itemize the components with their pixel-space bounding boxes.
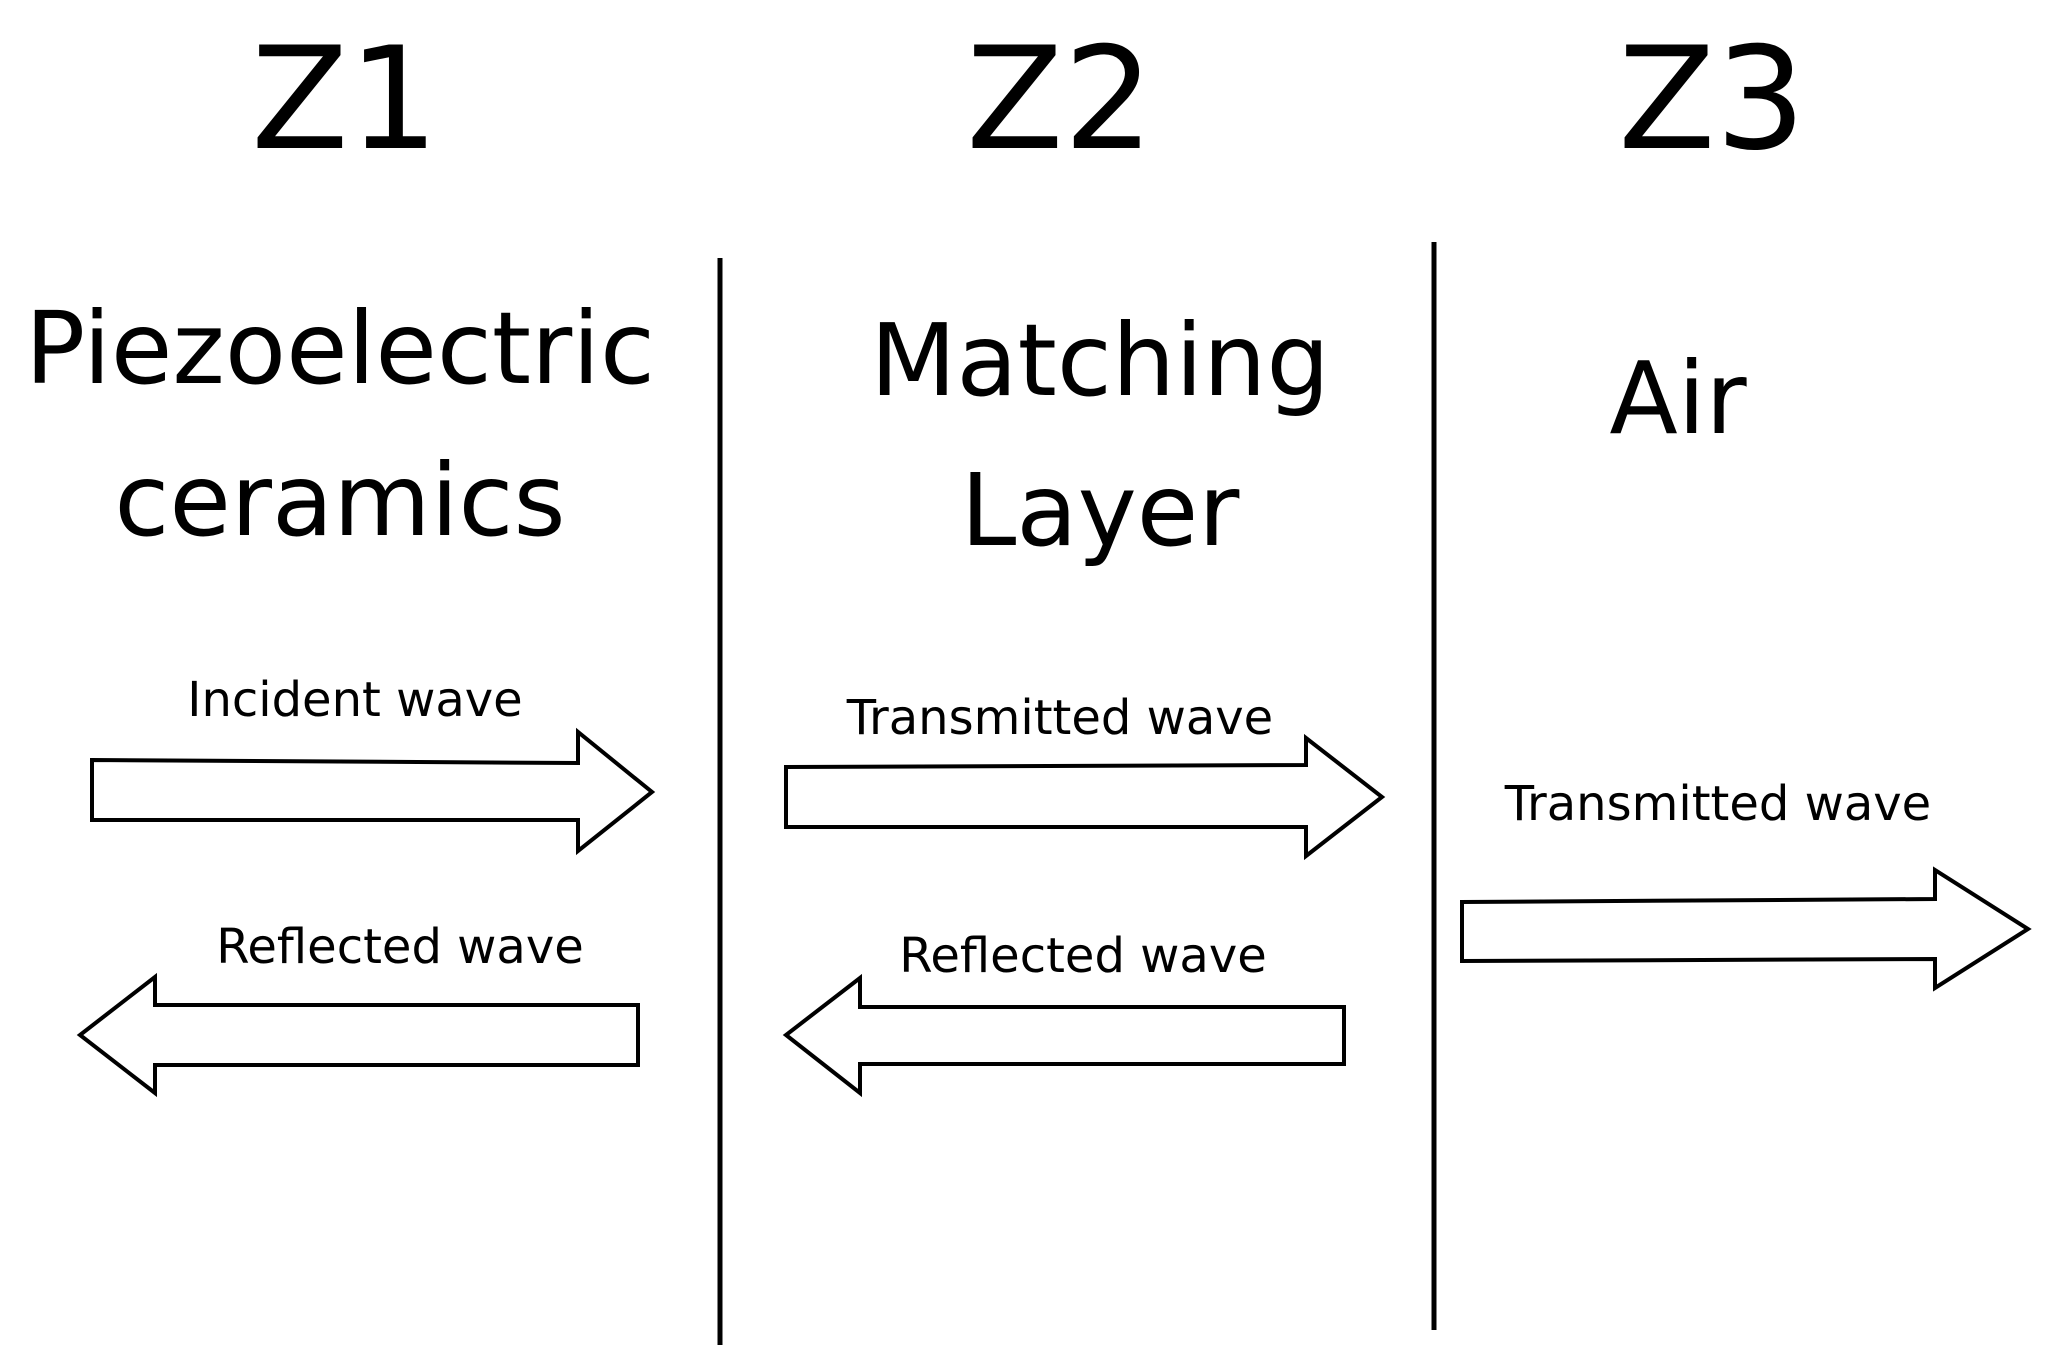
zone-label-z1: Z1 xyxy=(251,17,439,182)
wave-label-z1-reflected: Reflected wave xyxy=(216,919,584,975)
wave-label-z1-incident: Incident wave xyxy=(187,672,522,728)
right-arrow-z2-transmitted xyxy=(784,733,1386,861)
zone-label-z3: Z3 xyxy=(1618,17,1806,182)
material-z1-line1: Piezoelectric xyxy=(25,290,655,407)
wave-label-z3-transmitted: Transmitted wave xyxy=(1504,776,1931,832)
material-z3-line1: Air xyxy=(1609,340,1747,457)
wave-label-z2-reflected: Reflected wave xyxy=(899,928,1267,984)
material-z2-line2: Layer xyxy=(961,452,1241,569)
wave-label-z2-transmitted: Transmitted wave xyxy=(846,690,1273,746)
left-arrow-z1-reflected xyxy=(76,972,640,1098)
material-z2-line1: Matching xyxy=(870,302,1330,419)
right-arrow-z3-transmitted xyxy=(1460,866,2032,992)
left-arrow-z2-reflected xyxy=(782,973,1346,1098)
material-z1-line2: ceramics xyxy=(114,442,565,559)
zone-label-z2: Z2 xyxy=(966,17,1154,182)
right-arrow-z1-incident xyxy=(90,727,656,856)
